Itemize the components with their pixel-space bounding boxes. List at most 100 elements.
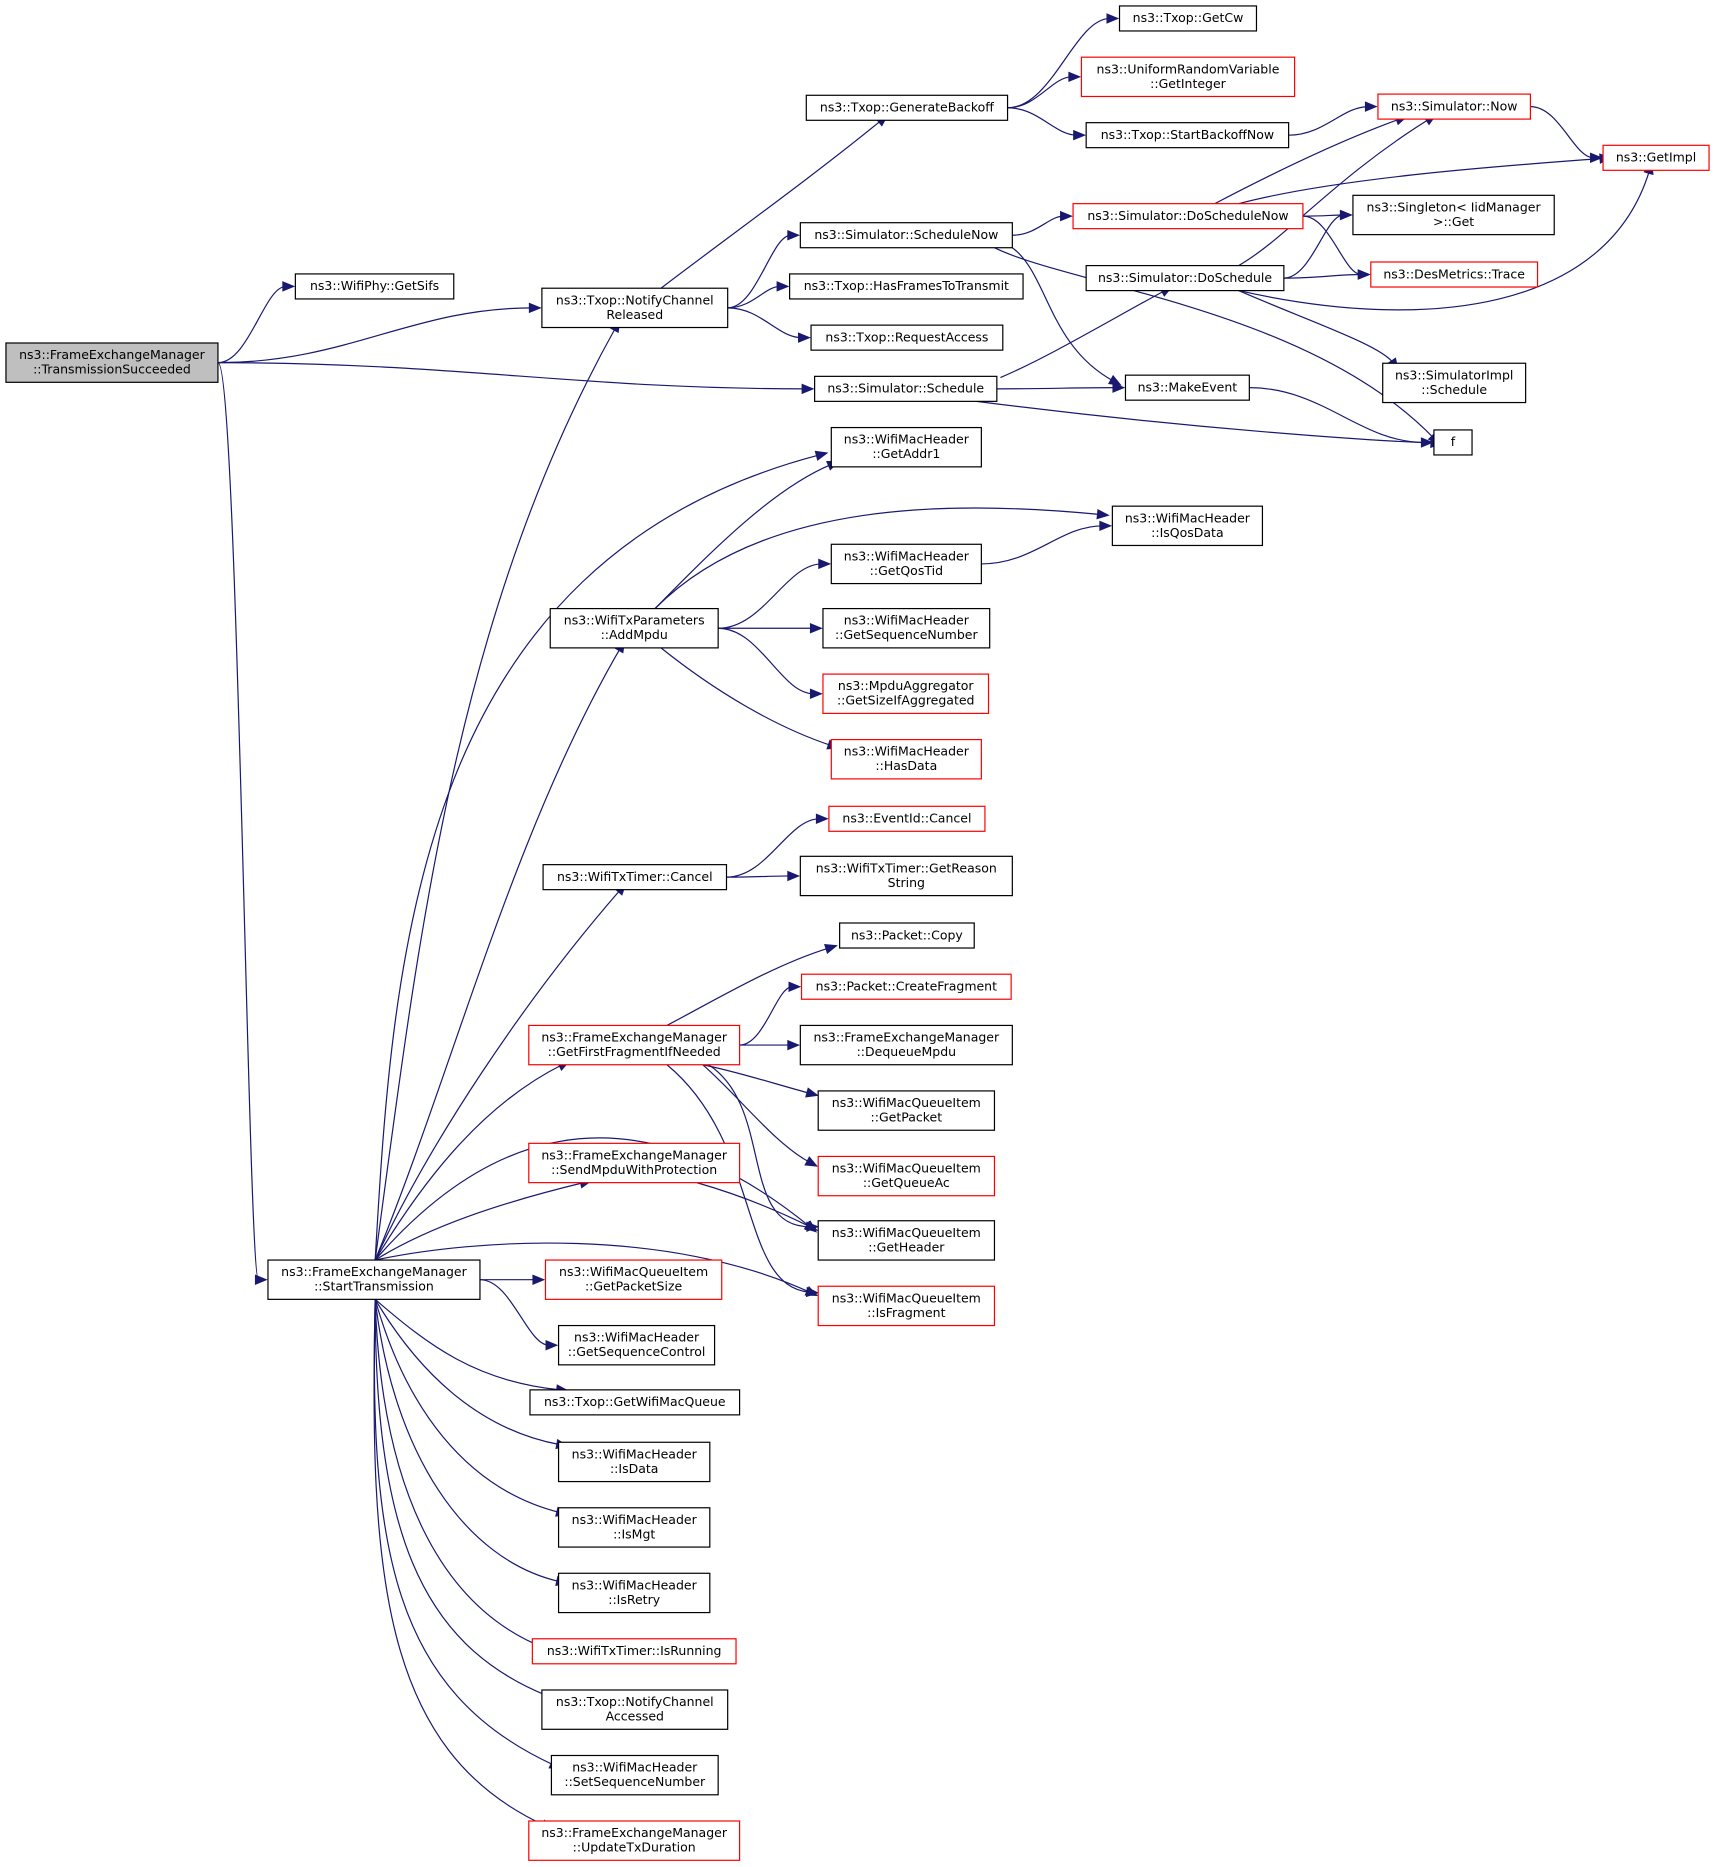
node-n0[interactable]: ns3::FrameExchangeManager::TransmissionS… [5,342,219,383]
node-n43[interactable]: ns3::WifiMacHeader::IsData [557,1441,711,1483]
edge-n33-to-n31 [666,944,838,1026]
edge-line [702,1064,811,1163]
node-n16[interactable]: f [1433,429,1473,456]
node-n41[interactable]: ns3::WifiMacHeader::GetSequenceControl [557,1324,716,1366]
arrowhead-icon [787,870,801,882]
node-n35[interactable]: ns3::WifiMacQueueItem::GetPacket [817,1090,996,1131]
edge-line [666,947,830,1026]
edge-line [374,1299,546,1649]
node-n27[interactable]: ns3::WifiMacHeader::HasData [830,738,982,780]
node-n28[interactable]: ns3::EventId::Cancel [828,805,986,832]
node-n20[interactable]: ns3::SimulatorImpl::Schedule [1382,362,1527,404]
node-n25[interactable]: ns3::WifiMacHeader::GetSequenceNumber [822,607,991,649]
edge-n33-to-n34 [739,1039,801,1051]
node-label: ns3::Txop::GenerateBackoff [820,100,994,115]
edge-n23-to-n22 [654,507,1110,610]
node-n14[interactable]: ns3::DesMetrics::Trace [1370,261,1539,288]
node-n42[interactable]: ns3::Txop::GetWifiMacQueue [529,1389,741,1416]
node-n36[interactable]: ns3::WifiMacQueueItem::GetQueueAc [817,1155,996,1197]
edge-line [1302,215,1362,276]
node-n49[interactable]: ns3::FrameExchangeManager::UpdateTxDurat… [528,1820,741,1861]
edge-line [1238,170,1651,311]
node-n5[interactable]: ns3::Txop::GenerateBackoff [805,94,1009,121]
node-n46[interactable]: ns3::WifiTxTimer::IsRunning [531,1638,737,1665]
node-box [810,324,1004,351]
arrowhead-icon [805,1286,820,1298]
node-n31[interactable]: ns3::Packet::Copy [839,922,975,949]
edge-n9-to-n10 [1530,105,1603,164]
edge-line [981,525,1103,565]
node-label: ns3::Simulator::Schedule [827,381,984,396]
node-n23[interactable]: ns3::WifiTxParameters::AddMpdu [549,607,719,649]
node-n17[interactable]: ns3::Txop::HasFramesToTransmit [789,273,1024,300]
edge-n19-to-n10 [1238,161,1654,311]
node-label: ::DequeueMpdu [857,1044,956,1059]
edge-n23-to-n24 [718,558,832,629]
node-n22[interactable]: ns3::WifiMacHeader::IsQosData [1111,505,1264,547]
edge-line [1007,107,1077,136]
edge-line [374,1299,560,1446]
node-n4[interactable]: ns3::FrameExchangeManager::StartTransmis… [267,1259,481,1300]
edge-line [1288,105,1369,136]
arrowhead-icon [1339,209,1353,221]
node-n44[interactable]: ns3::WifiMacHeader::IsMgt [557,1507,711,1548]
node-label: ::TransmissionSucceeded [33,362,191,377]
node-n45[interactable]: ns3::WifiMacHeader::IsRetry [557,1572,711,1614]
node-n11[interactable]: ns3::Simulator::ScheduleNow [799,222,1013,249]
edge-n4-to-n2 [374,319,621,1261]
node-n9[interactable]: ns3::Simulator::Now [1377,93,1531,120]
node-n8[interactable]: ns3::Txop::StartBackoffNow [1085,122,1290,149]
node-n29[interactable]: ns3::WifiTxTimer::Cancel [542,864,728,891]
node-label: ns3::MpduAggregator [838,678,975,693]
node-label: ::UpdateTxDuration [573,1840,696,1855]
arrowhead-icon [1060,210,1073,222]
node-label: ns3::WifiMacHeader [844,432,970,447]
edge-line [374,454,820,1261]
node-label: ns3::Txop::NotifyChannel [556,1694,714,1709]
node-n12[interactable]: ns3::Simulator::DoScheduleNow [1072,203,1304,230]
node-n18[interactable]: ns3::Txop::RequestAccess [810,324,1004,351]
node-n32[interactable]: ns3::Packet::CreateFragment [800,973,1012,1000]
node-n21[interactable]: ns3::WifiMacHeader::GetAddr1 [830,426,982,468]
node-n48[interactable]: ns3::WifiMacHeader::SetSequenceNumber [550,1754,719,1796]
node-n15[interactable]: ns3::MakeEvent [1124,374,1250,401]
node-n19[interactable]: ns3::Simulator::DoSchedule [1085,264,1285,292]
edge-n3-to-n16 [976,400,1444,449]
edge-line [1238,157,1604,205]
node-n38[interactable]: ns3::WifiMacQueueItem::GetHeader [817,1220,996,1261]
edge-n19-to-n14 [1283,269,1371,280]
arrowhead-icon [254,1274,268,1285]
edge-n2-to-n5 [660,114,889,289]
edge-n0-to-n3 [217,362,815,395]
node-n39[interactable]: ns3::WifiMacQueueItem::GetPacketSize [544,1259,723,1300]
node-n37[interactable]: ns3::FrameExchangeManager::SendMpduWithP… [528,1142,741,1184]
edge-line [1238,290,1394,364]
arrowhead-icon [804,1156,819,1167]
node-n34[interactable]: ns3::FrameExchangeManager::DequeueMpdu [799,1024,1013,1066]
node-n40[interactable]: ns3::WifiMacQueueItem::IsFragment [817,1285,996,1327]
node-box [1111,505,1264,547]
arrowhead-icon [824,944,838,955]
node-box [1377,93,1531,120]
node-n10[interactable]: ns3::GetImpl [1602,144,1710,171]
edge-line [727,307,802,339]
node-n24[interactable]: ns3::WifiMacHeader::GetQosTid [830,543,982,585]
arrowhead-icon [1099,520,1113,532]
edge-line [1283,273,1362,279]
node-n13[interactable]: ns3::Singleton< IidManager >::Get [1352,194,1555,236]
node-n7[interactable]: ns3::UniformRandomVariable::GetInteger [1080,56,1296,98]
node-n1[interactable]: ns3::WifiPhy::GetSifs [294,273,455,300]
node-n26[interactable]: ns3::MpduAggregator::GetSizeIfAggregated [822,673,990,714]
edge-line [994,247,1435,439]
node-label: ns3::FrameExchangeManager [19,347,205,362]
arrowhead-icon [798,332,811,343]
node-label: ns3::Txop::GetCw [1133,10,1244,25]
node-label: ::GetSequenceControl [568,1344,706,1359]
node-n6[interactable]: ns3::Txop::GetCw [1118,5,1258,32]
node-n3[interactable]: ns3::Simulator::Schedule [814,375,998,402]
node-n33[interactable]: ns3::FrameExchangeManager::GetFirstFragm… [528,1024,741,1066]
